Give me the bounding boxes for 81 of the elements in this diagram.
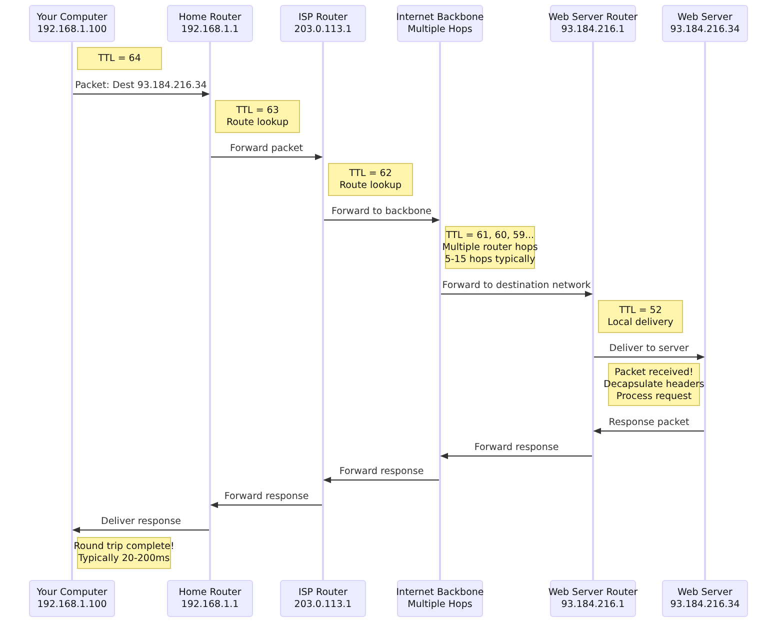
participant-detail: 93.184.216.1: [561, 24, 625, 36]
participant-detail: 192.168.1.1: [181, 598, 239, 610]
participant-box: [167, 580, 253, 617]
participant-name: Home Router: [178, 586, 242, 598]
message-arrow: [323, 476, 440, 484]
message-arrow: [440, 290, 593, 298]
participant-name: ISP Router: [298, 586, 348, 598]
note-text: TTL = 64: [98, 52, 141, 64]
note-box: [328, 163, 413, 196]
note-text: 5-15 hops typically: [444, 254, 536, 266]
message-arrow: [72, 526, 210, 534]
participant-name: ISP Router: [298, 12, 348, 24]
edge-label: Deliver response: [101, 516, 181, 528]
edge-label: Forward response: [224, 491, 309, 503]
note-text: Process request: [616, 390, 692, 402]
edge-label: Packet: Dest 93.184.216.34: [75, 80, 207, 92]
participant-box: [280, 5, 366, 42]
message-arrow: [594, 354, 705, 360]
note-text: Decapsulate headers: [604, 378, 704, 390]
participant-detail: 93.184.216.1: [561, 598, 625, 610]
edge-label: Deliver to server: [609, 343, 689, 355]
edge-label: Forward packet: [230, 143, 304, 155]
lifeline: [322, 42, 324, 580]
participant-name: Web Server: [678, 586, 732, 598]
note-text: Round trip complete!: [74, 541, 174, 553]
participant-detail: 192.168.1.100: [37, 598, 107, 610]
lifeline: [209, 42, 211, 580]
note-box: [598, 300, 683, 333]
note-text: TTL = 62: [349, 168, 392, 180]
participant-box: [29, 5, 115, 42]
note-text: Multiple router hops: [442, 242, 538, 254]
participant-box: [167, 5, 253, 42]
participant-detail: 93.184.216.34: [670, 598, 740, 610]
participant-detail: Multiple Hops: [408, 24, 472, 36]
message-arrow: [72, 90, 210, 98]
edge-label: Forward to destination network: [442, 280, 591, 292]
note-text: TTL = 61, 60, 59...: [446, 230, 534, 242]
participant-name: Your Computer: [36, 586, 108, 598]
edge-label: Forward response: [339, 466, 424, 478]
participant-box: [662, 5, 748, 42]
participant-detail: 203.0.113.1: [294, 598, 352, 610]
participant-name: Web Server Router: [548, 586, 638, 598]
participant-name: Web Server Router: [548, 12, 638, 24]
note-box: [215, 100, 300, 133]
message-arrow: [324, 216, 440, 224]
edge-label: Response packet: [608, 417, 690, 429]
participant-detail: 192.168.1.1: [181, 24, 239, 36]
note-text: Route lookup: [339, 180, 402, 192]
message-arrow: [210, 154, 323, 160]
lifeline: [439, 42, 441, 580]
lifeline: [71, 42, 73, 580]
participant-box: [397, 580, 483, 617]
note-text: Packet received!: [614, 366, 694, 378]
message-arrow: [440, 452, 592, 460]
participant-detail: Multiple Hops: [408, 598, 472, 610]
participant-name: Internet Backbone: [396, 12, 484, 24]
participant-name: Internet Backbone: [396, 586, 484, 598]
note-text: TTL = 63: [236, 104, 279, 116]
participant-detail: 203.0.113.1: [294, 24, 352, 36]
participant-box: [397, 5, 483, 42]
note-text: TTL = 52: [619, 304, 662, 316]
participant-detail: 93.184.216.34: [670, 24, 740, 36]
participant-detail: 192.168.1.100: [37, 24, 107, 36]
message-arrow: [593, 428, 704, 434]
participant-box: [662, 580, 748, 617]
message-arrow: [210, 502, 322, 508]
participant-name: Web Server: [678, 12, 732, 24]
lifeline: [592, 42, 594, 580]
lifeline: [704, 42, 706, 580]
participant-box: [550, 5, 636, 42]
note-box: [77, 47, 162, 70]
participant-box: [29, 580, 115, 617]
edge-label: Forward to backbone: [331, 206, 432, 218]
note-text: Local delivery: [608, 316, 674, 328]
participant-name: Your Computer: [36, 12, 108, 24]
participant-box: [550, 580, 636, 617]
participant-name: Home Router: [178, 12, 242, 24]
note-text: Route lookup: [226, 116, 289, 128]
edge-label: Forward response: [474, 442, 559, 454]
note-text: Typically 20-200ms: [78, 553, 170, 565]
participant-box: [280, 580, 366, 617]
